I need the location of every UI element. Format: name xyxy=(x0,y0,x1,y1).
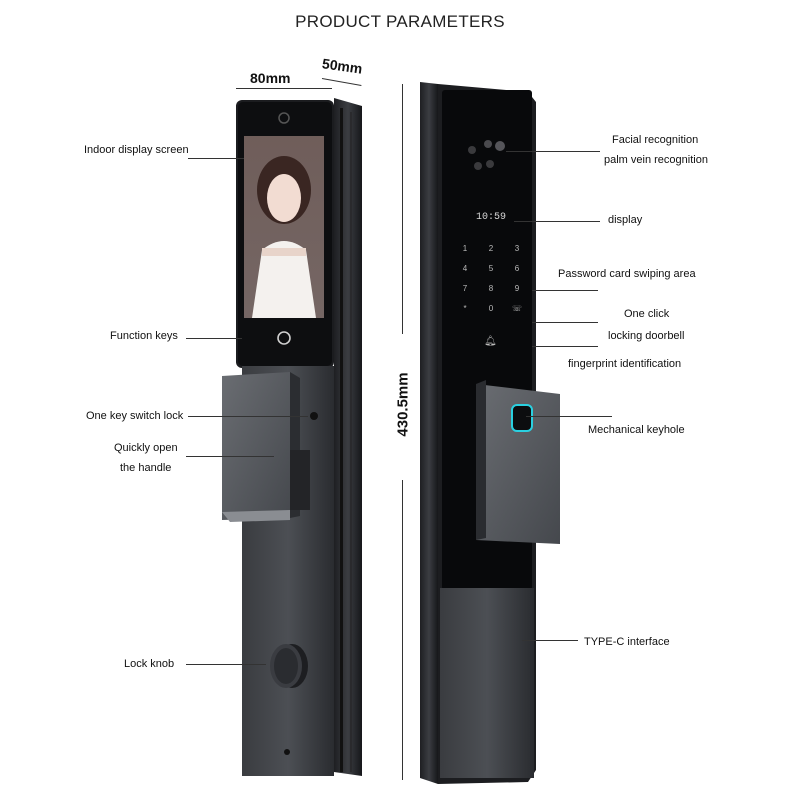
lock-knob[interactable] xyxy=(270,644,308,688)
keypad-key[interactable]: 9 xyxy=(514,284,520,293)
leader-line xyxy=(188,416,308,417)
width-dimension: 80mm xyxy=(250,70,291,86)
leader-line xyxy=(522,640,578,641)
facial-recognition-camera-icon xyxy=(468,140,505,170)
label-fingerprint: fingerprint identification xyxy=(568,358,682,370)
label-indoor-display: Indoor display screen xyxy=(84,144,189,156)
leader-line xyxy=(186,664,266,665)
page-title: PRODUCT PARAMETERS xyxy=(295,12,505,31)
label-typec: TYPE-C interface xyxy=(584,636,670,648)
height-dimension-line-top xyxy=(402,84,403,334)
keypad-key[interactable]: 3 xyxy=(514,244,520,253)
keypad-key[interactable]: 1 xyxy=(462,244,468,253)
label-quick-open-2: the handle xyxy=(120,462,172,474)
leader-line xyxy=(506,151,600,152)
label-one-click: One click xyxy=(624,308,670,320)
leader-line xyxy=(188,158,244,159)
outdoor-display-time: 10:59 xyxy=(476,212,507,223)
label-display: display xyxy=(608,214,643,226)
width-dimension-line xyxy=(236,88,332,89)
leader-line xyxy=(514,221,600,222)
outdoor-handle[interactable] xyxy=(476,380,560,544)
bottom-screw-icon xyxy=(284,749,290,755)
one-key-switch-button[interactable] xyxy=(310,412,318,420)
keypad-key[interactable]: 4 xyxy=(462,264,468,273)
doorbell-icon[interactable]: 🔔︎ xyxy=(484,336,497,347)
keypad-key[interactable]: 8 xyxy=(488,284,494,293)
keypad-key[interactable]: ☏ xyxy=(511,304,522,313)
keypad[interactable]: 1 2 3 4 5 6 7 8 9 * 0 ☏ xyxy=(452,244,528,313)
keypad-key[interactable]: 6 xyxy=(514,264,520,273)
label-lock-knob: Lock knob xyxy=(124,658,175,670)
label-mechanical-keyhole: Mechanical keyhole xyxy=(588,424,685,436)
label-one-key-switch: One key switch lock xyxy=(86,410,184,422)
label-palm-vein: palm vein recognition xyxy=(604,154,708,166)
indoor-camera-icon xyxy=(278,112,290,124)
label-function-keys: Function keys xyxy=(110,330,178,342)
height-dimension: 430.5mm xyxy=(394,372,412,437)
keypad-key[interactable]: 0 xyxy=(488,304,494,313)
function-key-button[interactable] xyxy=(277,331,291,345)
keypad-key[interactable]: * xyxy=(463,304,467,313)
leader-line xyxy=(186,338,242,339)
indoor-handle[interactable] xyxy=(222,372,310,522)
leader-line xyxy=(532,346,598,347)
leader-line xyxy=(532,322,598,323)
keypad-key[interactable]: 2 xyxy=(488,244,494,253)
keypad-key[interactable]: 7 xyxy=(462,284,468,293)
indoor-display-screen xyxy=(244,136,324,318)
label-quick-open-1: Quickly open xyxy=(114,442,178,454)
label-locking-doorbell: locking doorbell xyxy=(608,330,685,342)
label-password-card: Password card swiping area xyxy=(558,268,696,280)
leader-line xyxy=(526,416,612,417)
leader-line xyxy=(186,456,274,457)
keypad-key[interactable]: 5 xyxy=(488,264,494,273)
fingerprint-sensor[interactable] xyxy=(511,404,533,432)
height-dimension-line-bottom xyxy=(402,480,403,780)
leader-line xyxy=(532,290,598,291)
label-facial-recognition: Facial recognition xyxy=(612,134,699,146)
